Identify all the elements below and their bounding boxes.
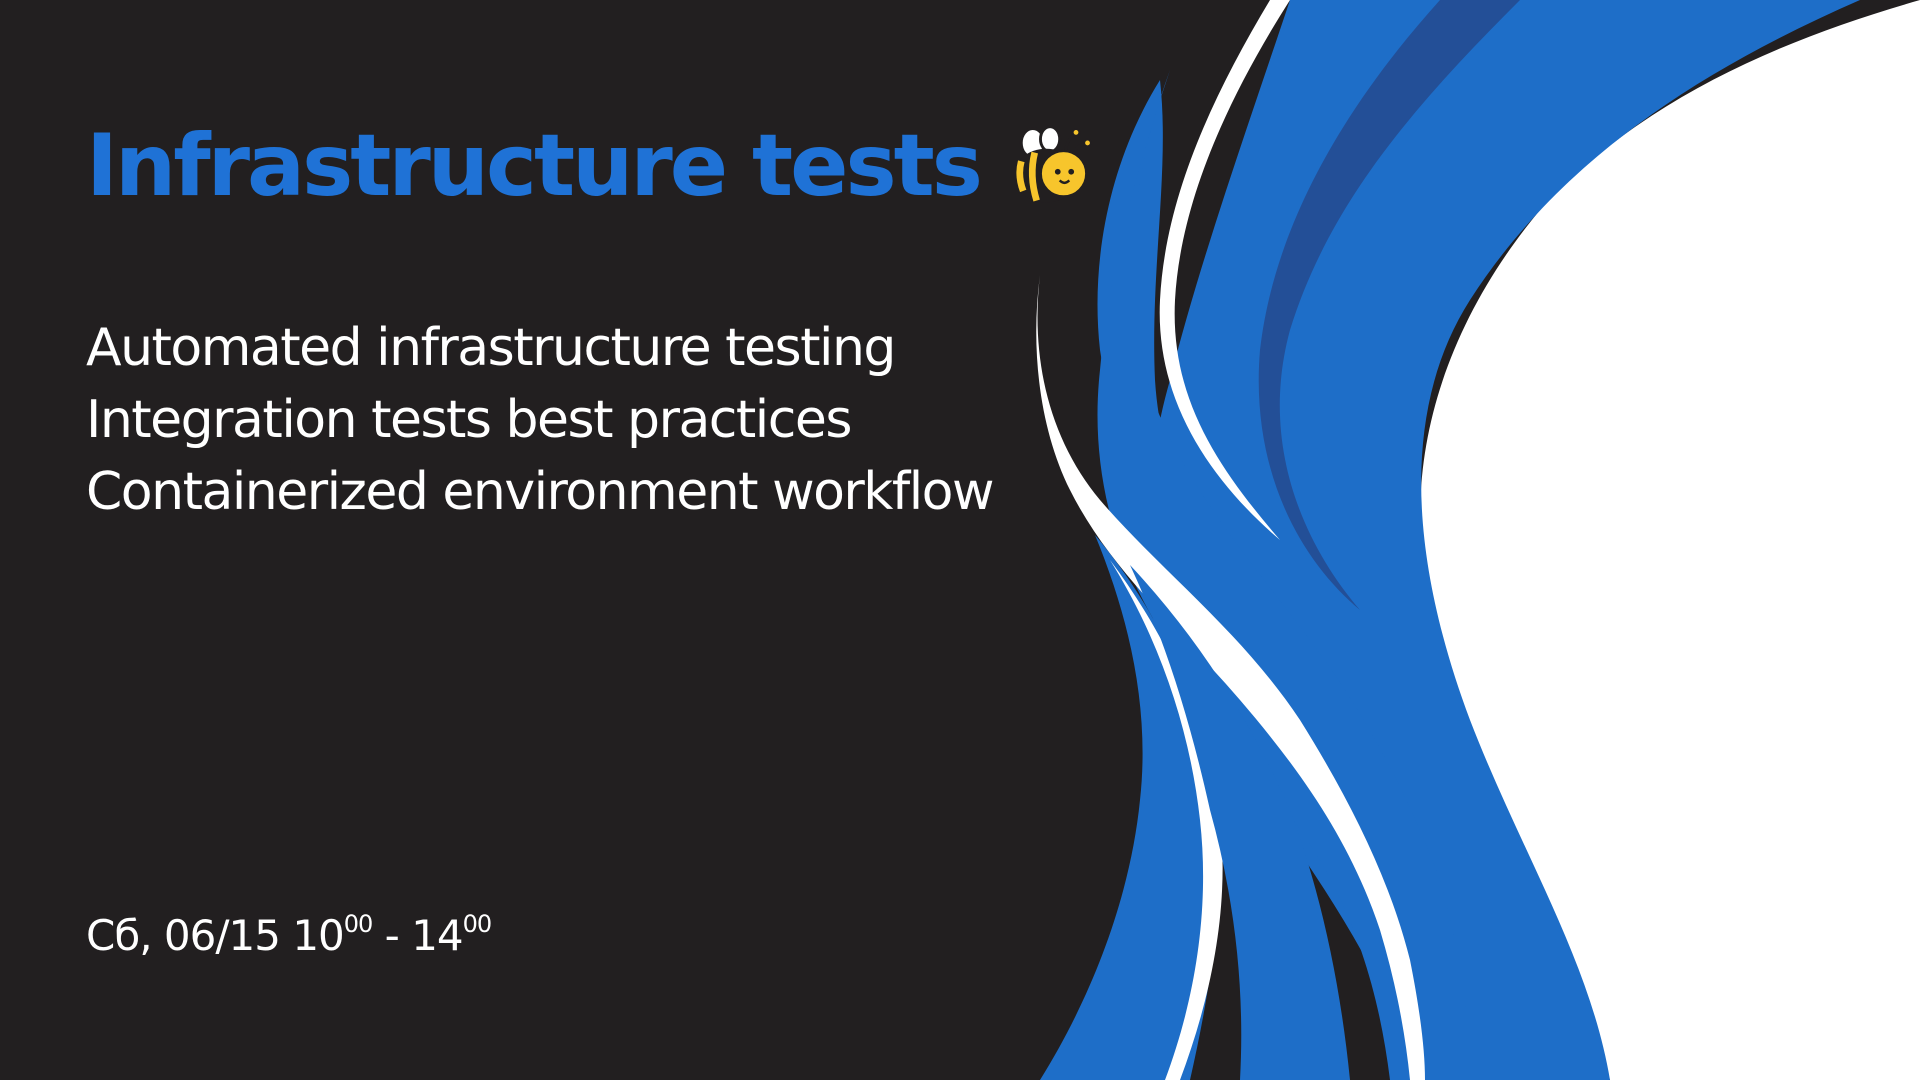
wave-dark-blue xyxy=(1258,0,1520,610)
time-separator: - xyxy=(372,911,412,960)
wave-white-line-3 xyxy=(1110,560,1223,1080)
title-row: Infrastructure tests xyxy=(86,118,1100,214)
end-minutes: 00 xyxy=(462,910,493,938)
wave-line-right-1 xyxy=(1434,40,1840,610)
white-panel xyxy=(1420,0,1920,1080)
end-hour: 14 xyxy=(411,911,463,960)
topic-item: Containerized environment workflow xyxy=(86,462,995,522)
wave-white-line-2 xyxy=(1036,275,1425,1080)
bee-icon xyxy=(1013,125,1092,203)
wave-blue-left-band xyxy=(1097,70,1470,1080)
start-minutes: 00 xyxy=(343,910,374,938)
wave-white-line-1 xyxy=(1159,0,1290,540)
topic-list: Automated infrastructure testing Integra… xyxy=(86,312,995,528)
event-datetime: Сб, 06/15 1000 - 1400 xyxy=(86,910,493,960)
slide-title: Infrastructure tests xyxy=(86,116,983,216)
wave-blue-lower-2 xyxy=(1130,565,1350,1080)
start-hour: 10 xyxy=(292,911,344,960)
topic-item: Automated infrastructure testing xyxy=(86,318,896,378)
wave-line-right-2 xyxy=(1466,120,1790,560)
event-date: Сб, 06/15 xyxy=(86,911,293,960)
topic-item: Integration tests best practices xyxy=(86,390,852,450)
